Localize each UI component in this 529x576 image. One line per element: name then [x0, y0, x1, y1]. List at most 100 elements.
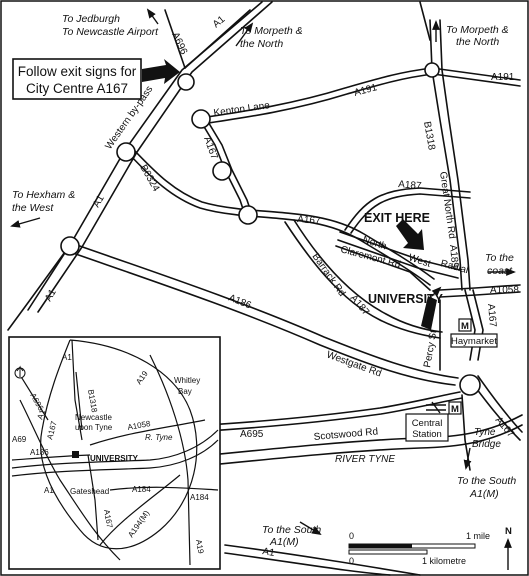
road-a187-north-edge [350, 193, 471, 234]
label-tyne-bridge-a: Tyne [474, 427, 496, 438]
north-arrow: N [504, 526, 512, 570]
inset-label-a1058: A1058 [127, 419, 152, 432]
inset-tyne-edge [11, 439, 219, 477]
river-tyne-edge [209, 424, 523, 466]
road-a167-se-edge [477, 375, 523, 433]
inset-map: A696 A1 B1318 A19 Whitley Bay A1 A167 Ne… [8, 336, 221, 570]
inset-label-a19-south: A19 [194, 539, 205, 555]
road-barrack-edge [293, 219, 443, 333]
road-a1-west [7, 244, 71, 331]
road-b6324-edge [129, 145, 248, 211]
road-a1058-edge [439, 291, 521, 298]
university-marker: X [425, 307, 435, 321]
road-a695 [189, 391, 461, 427]
inset-a19 [149, 354, 191, 566]
callout-box [12, 58, 142, 100]
inset-label-a167-s: A167 [102, 509, 114, 530]
dest-morpeth-2a: To Morpeth & [446, 24, 509, 36]
inset-label-b1318: B1318 [86, 389, 99, 414]
arrow-south-1 [463, 447, 472, 470]
road-a1-bottom [224, 544, 421, 576]
label-haymarket: Haymarket [451, 336, 497, 347]
inset-label-a184-a: A184 [132, 485, 151, 494]
roundabout-central [459, 374, 481, 396]
road-kenton-lane-a191-edge [201, 73, 521, 125]
destination-arrows [10, 8, 516, 536]
label-a191-east: A191 [491, 72, 515, 83]
roundabout-a696 [177, 73, 195, 91]
label-university: UNIVERSITY [368, 292, 444, 306]
scale-bar: 0 1 mile 0 1 kilometre [348, 531, 490, 566]
dest-coast-a: To the [485, 252, 514, 264]
callout-arrow [142, 59, 180, 84]
inset-a186 [11, 454, 91, 461]
label-exit-here: EXIT HERE [364, 211, 430, 225]
label-central-b: Station [412, 429, 442, 440]
inset-label-a1-w: A1 [35, 408, 47, 421]
dest-morpeth-2b: the North [456, 36, 499, 48]
inset-a1058 [89, 419, 206, 446]
label-a189: A189 [447, 244, 460, 269]
place-labels: EXIT HERE UNIVERSITY Haymarket M M Centr… [364, 211, 497, 440]
inset-label-r-tyne: R. Tyne [145, 433, 173, 442]
label-a1-west2: A1 [43, 287, 59, 303]
scale-kilometre: 1 kilometre [422, 556, 466, 566]
scale-bar-bottom [348, 549, 428, 555]
label-metro-1: M [461, 321, 469, 332]
road-a1-north [184, 9, 251, 69]
roundabout-kenton [191, 109, 211, 129]
road-b6324 [124, 149, 246, 217]
inset-label-a184-b: A184 [190, 493, 209, 502]
label-a695: A695 [240, 429, 264, 440]
inset-label-whitley-a: Whitley [174, 376, 200, 385]
dest-hexham-a: To Hexham & [12, 189, 75, 201]
dest-morpeth-1a: To Morpeth & [240, 25, 303, 37]
rail-icon [426, 401, 446, 414]
arrow-morpeth-1 [235, 22, 254, 47]
inset-label-a1-sw: A1 [44, 486, 54, 495]
dest-hexham-b: the West [12, 202, 54, 214]
road-a167-east [464, 289, 476, 361]
dest-morpeth-1b: the North [240, 38, 283, 50]
roundabout-a1-west [60, 236, 80, 256]
road-north-rd [339, 231, 461, 271]
road-a696 [164, 9, 186, 69]
label-a167-mid: A167 [297, 214, 322, 227]
inset-label-newcastle-a: Newcastle [75, 413, 112, 422]
dest-airport: To Newcastle Airport [62, 26, 159, 38]
north-label: N [505, 526, 512, 537]
dest-coast-b: coast [487, 265, 513, 277]
label-a167-east: A167 [485, 303, 498, 328]
inset-university-marker [72, 451, 79, 458]
callout-line-2: City Centre A167 [26, 81, 128, 96]
inset-label-whitley-b: Bay [178, 387, 192, 396]
road-top-right [419, 1, 431, 41]
label-metro-2: M [451, 404, 459, 415]
label-a1058: A1058 [490, 285, 519, 296]
metro-box-1 [458, 318, 472, 332]
road-a167-mid [247, 215, 431, 286]
university-arrow [431, 286, 442, 297]
road-network [7, 1, 523, 576]
metro-box-2 [448, 401, 462, 415]
arrow-south-2 [299, 521, 322, 536]
exit-callout: Follow exit signs for City Centre A167 [12, 58, 180, 100]
dest-south-1a: To the South [457, 475, 516, 487]
label-central-a: Central [412, 418, 443, 429]
inset-label-newcastle-b: upon Tyne [75, 423, 113, 432]
road-a186 [69, 251, 456, 386]
label-b1318: B1318 [421, 121, 437, 152]
roundabout-top-right [424, 62, 440, 78]
inset-tyne [11, 429, 219, 469]
roundabouts [60, 62, 481, 396]
inset-north-arrow [16, 365, 24, 377]
dest-south-2b: A1(M) [269, 536, 299, 548]
university-block [421, 296, 437, 330]
road-a187-north [344, 187, 471, 231]
label-river-tyne: RIVER TYNE [335, 454, 395, 465]
inset-a696 [19, 374, 49, 421]
scale-mile: 1 mile [466, 531, 490, 541]
road-great-north-rd [429, 19, 463, 291]
road-barrack [284, 221, 441, 339]
inset-a184 [109, 486, 219, 491]
